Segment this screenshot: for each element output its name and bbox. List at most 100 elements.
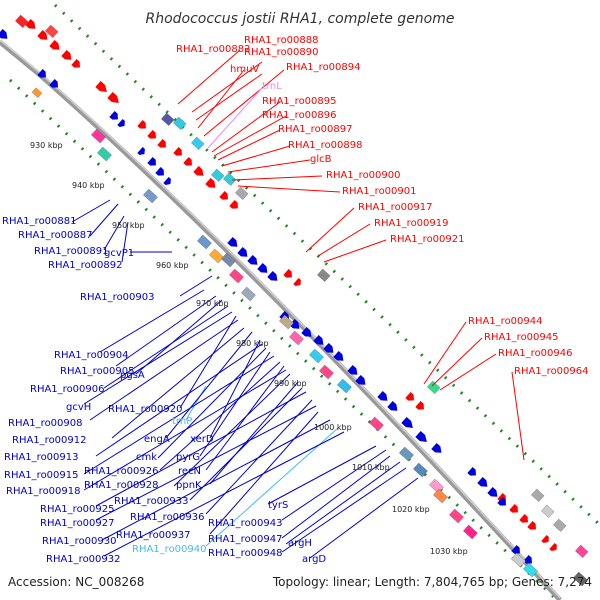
gene-block-bottom [97,146,112,162]
gene-label-bottom: pyrG [176,452,200,463]
gene-block-bottom [289,330,304,346]
callout-line [423,321,467,385]
gene-label-top: RHA1_ro00897 [278,124,353,135]
callout-line [159,361,281,471]
gene-arrow-bottom [49,79,58,88]
gene-label-bottom: RHA1_ro00913 [4,452,79,463]
gene-block-top [191,136,205,150]
gene-label-bottom: RHA1_ro00887 [18,230,93,241]
gene-arrow-bottom [387,401,398,411]
callout-line [197,69,245,129]
gene-label-bottom: RHA1_ro00918 [6,486,81,497]
gene-label-top: RHA1_ro00901 [342,186,417,197]
callout-line [115,295,217,367]
gene-arrow-bottom [301,327,312,337]
gene-arrow-bottom [237,247,248,257]
gene-label-bottom: RHA1_ro00908 [8,418,83,429]
gene-arrow-top [183,157,192,166]
gene-arrow-bottom [467,467,476,476]
gene-label-bottom: RHA1_ro00892 [48,260,123,271]
callout-line [191,61,263,113]
callout-line [89,203,119,237]
gene-arrow-bottom [431,443,442,453]
kbp-label: 1010 kbp [352,463,390,472]
gene-block-top [541,504,555,518]
callout-line [431,337,483,387]
label-callouts [71,49,525,559]
gene-arrow-top [137,120,146,129]
callout-line [281,467,407,553]
gene-block-top [553,518,567,532]
callout-line [165,331,253,439]
gene-block-top [575,544,589,558]
kbp-label: 950 kbp [112,221,145,230]
gene-label-bottom: RHA1_ro00925 [40,504,115,515]
gene-label-top: RHA1_ro00945 [484,332,559,343]
callout-line [95,343,263,457]
gene-block-top [317,268,331,282]
callout-line [281,455,391,539]
gene-block-bottom [369,416,384,432]
callout-line [267,445,377,505]
gene-arrow-bottom [109,111,118,120]
gene-label-bottom: RHA1_ro00903 [80,292,155,303]
callout-line [83,369,287,491]
gene-label-top: RHA1_ro00921 [390,234,465,245]
gene-label-bottom: pgsA [120,370,145,381]
callout-line [103,305,229,389]
callout-line [511,371,525,461]
gene-label-top: RHA1_ro00890 [244,47,319,58]
gene-label-bottom: RHA1_ro00928 [84,480,159,491]
gene-arrow-bottom [347,365,358,375]
gene-arrow-bottom [511,545,520,554]
gene-label-bottom: RHA1_ro00948 [208,548,283,559]
gene-block-top [223,172,237,186]
gene-arrow-top [509,504,518,513]
gene-arrow-bottom [247,255,258,265]
gene-block-bottom [429,478,444,494]
gene-features [0,14,589,587]
gene-block-top [427,380,441,394]
kbp-label: 1000 kbp [314,423,352,432]
callout-line [83,311,233,405]
gene-label-bottom: ppnK [176,480,202,491]
gene-label-top: hmuV [230,64,259,75]
callout-line [103,215,125,251]
gene-block-bottom [511,552,526,568]
gene-block-top [235,186,249,200]
gene-arrow-bottom [355,375,366,385]
gene-label-bottom: RHA1_ro00904 [54,350,129,361]
gene-block-bottom [91,128,106,144]
callout-line [285,461,401,545]
genome-backbone [0,39,562,600]
gene-arrow-top [205,178,216,188]
kbp-label: 940 kbp [72,181,105,190]
gene-arrow-bottom [267,271,278,281]
gene-arrow-top [229,200,238,209]
callout-line [199,351,271,457]
gene-label-bottom: RHA1_ro00926 [84,466,159,477]
gene-arrow-top [283,269,292,278]
gene-arrow-bottom [401,417,413,429]
gene-arrow-bottom [137,147,145,155]
gene-arrow-top [527,521,536,530]
gene-block-bottom [449,508,464,524]
callout-line [209,339,261,439]
kbp-label: 960 kbp [156,261,189,270]
callout-line [135,299,223,375]
gene-arrow-top [415,401,424,410]
gene-block-top [531,488,545,502]
callout-line [99,289,205,353]
callout-line [323,239,387,263]
gene-arrow-top [193,166,204,176]
gene-label-bottom: trnP [172,416,192,427]
gene-label-top: RHA1_ro00896 [262,110,337,121]
gene-block-bottom [31,87,43,98]
gene-block-top [161,112,175,126]
gene-arrow-bottom [37,69,46,78]
gene-label-bottom: cmk [136,452,157,463]
gene-block-bottom [279,314,294,330]
gene-block-bottom [221,252,236,268]
kbp-label: 980 kbp [236,339,269,348]
gene-label-top: RHA1_ro00895 [262,96,337,107]
